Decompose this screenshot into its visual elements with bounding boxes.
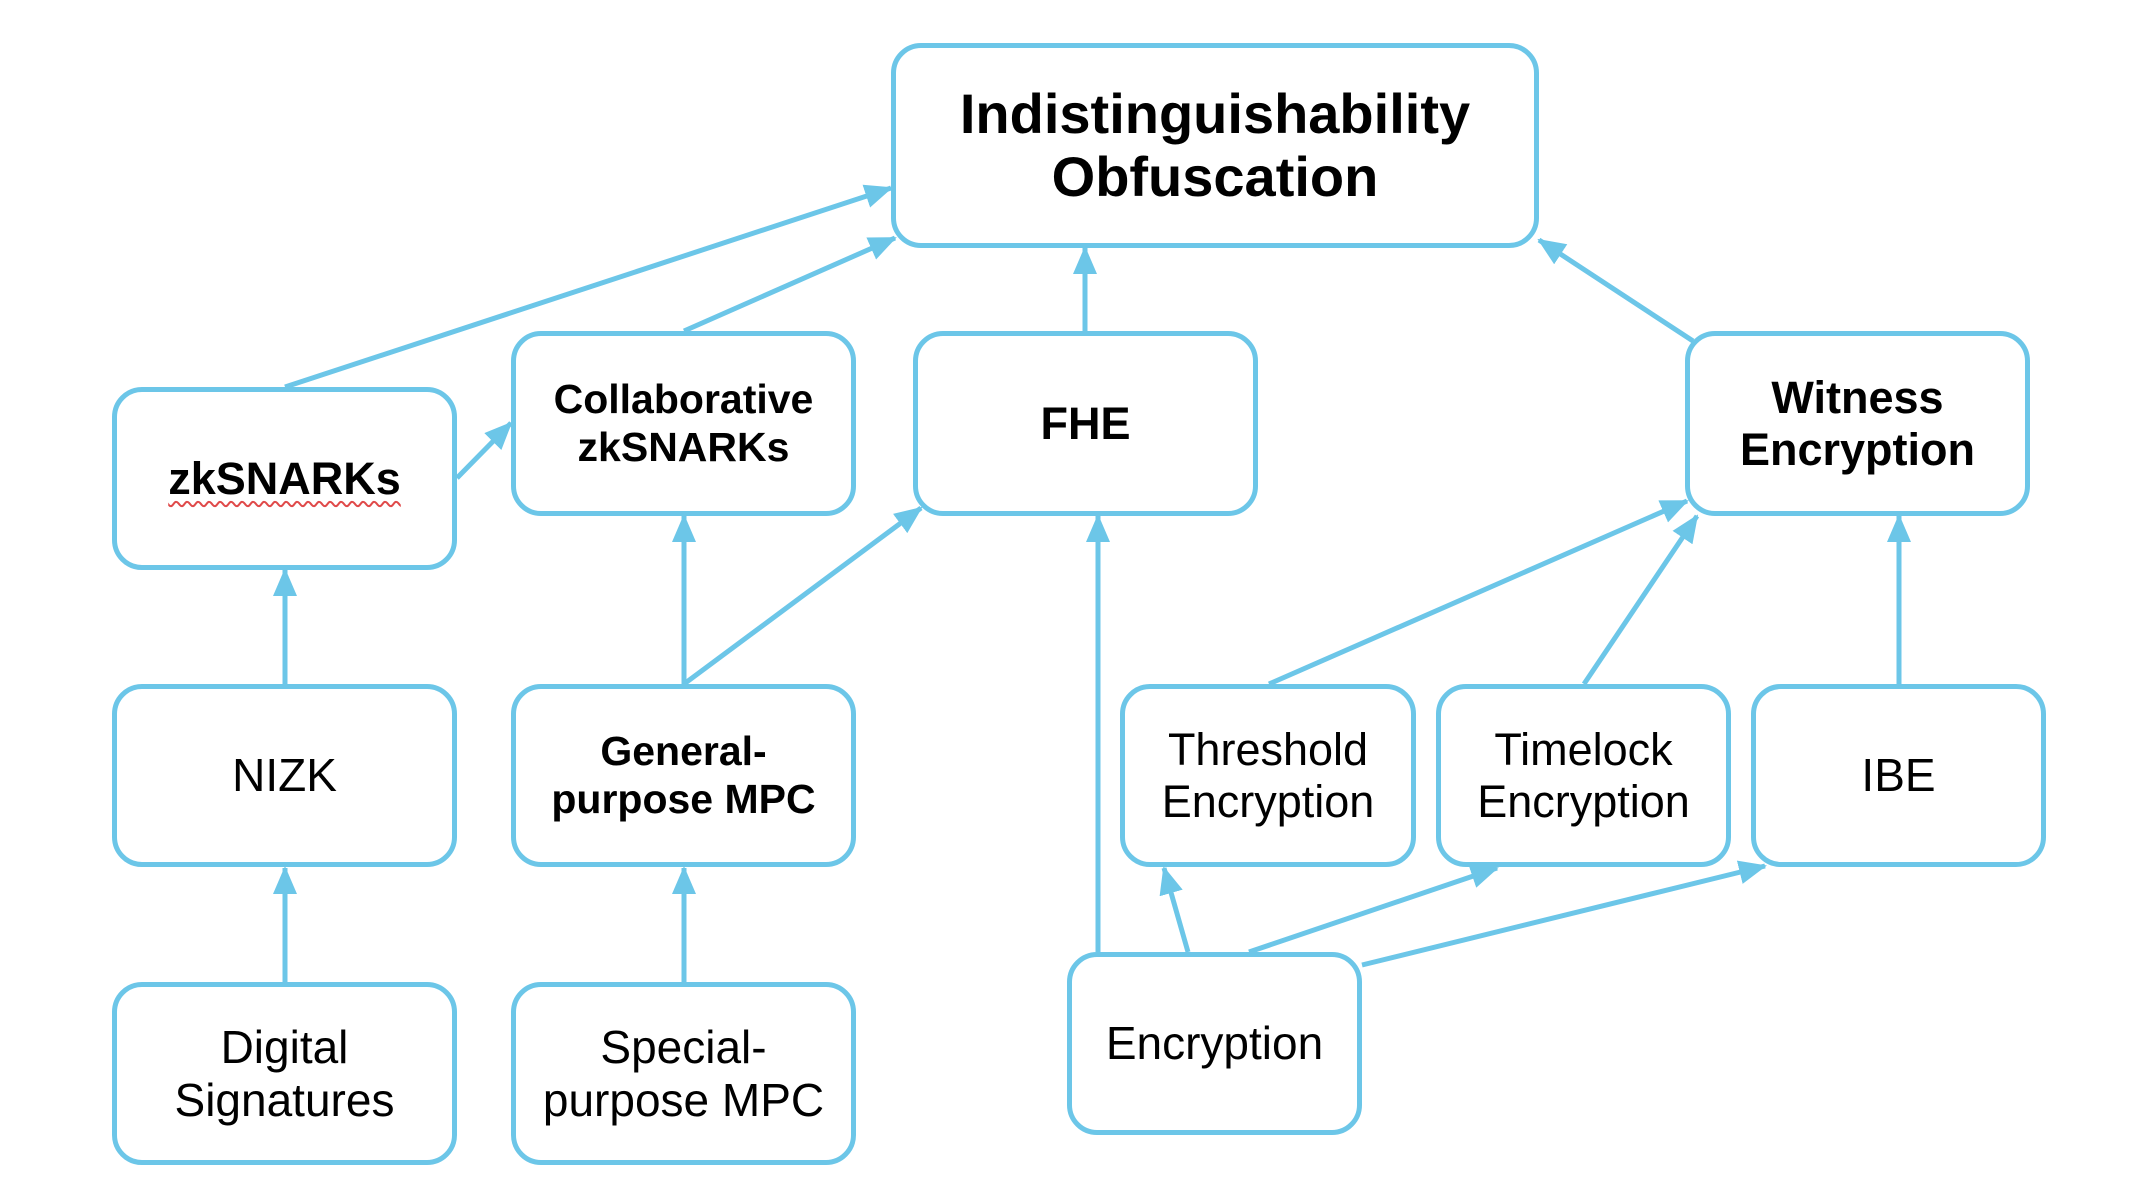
node-threshold-encryption: Threshold Encryption — [1120, 684, 1416, 867]
edge-witness-to-io — [1537, 237, 1695, 344]
edge-enc-to-threshold — [1159, 866, 1191, 953]
node-digital-signatures: Digital Signatures — [112, 982, 457, 1165]
node-ibe: IBE — [1751, 684, 2046, 867]
node-special-purpose-mpc: Special- purpose MPC — [511, 982, 856, 1165]
node-witness-encryption: Witness Encryption — [1685, 331, 2030, 516]
edge-enc-to-timelock — [1248, 864, 1499, 955]
node-fhe: FHE — [913, 331, 1258, 516]
node-zksnarks: zkSNARKs — [112, 387, 457, 570]
node-general-purpose-mpc: General- purpose MPC — [511, 684, 856, 867]
edge-zksnarks-to-collab — [455, 421, 513, 480]
edge-threshold-to-witness — [1267, 498, 1689, 687]
node-encryption: Encryption — [1067, 952, 1362, 1135]
edge-timelock-to-witness — [1581, 514, 1700, 686]
edge-enc-to-ibe — [1361, 860, 1767, 968]
edge-collab-to-io — [682, 235, 897, 334]
node-zksnarks-label: zkSNARKs — [168, 452, 401, 504]
node-timelock-encryption: Timelock Encryption — [1436, 684, 1731, 867]
node-collaborative-zksnarks: Collaborative zkSNARKs — [511, 331, 856, 516]
edge-zksnarks-to-io — [284, 184, 893, 390]
node-nizk: NIZK — [112, 684, 457, 867]
edge-gpmpc-to-fhe — [682, 505, 923, 687]
node-indistinguishability-obfuscation: Indistinguishability Obfuscation — [891, 43, 1539, 248]
